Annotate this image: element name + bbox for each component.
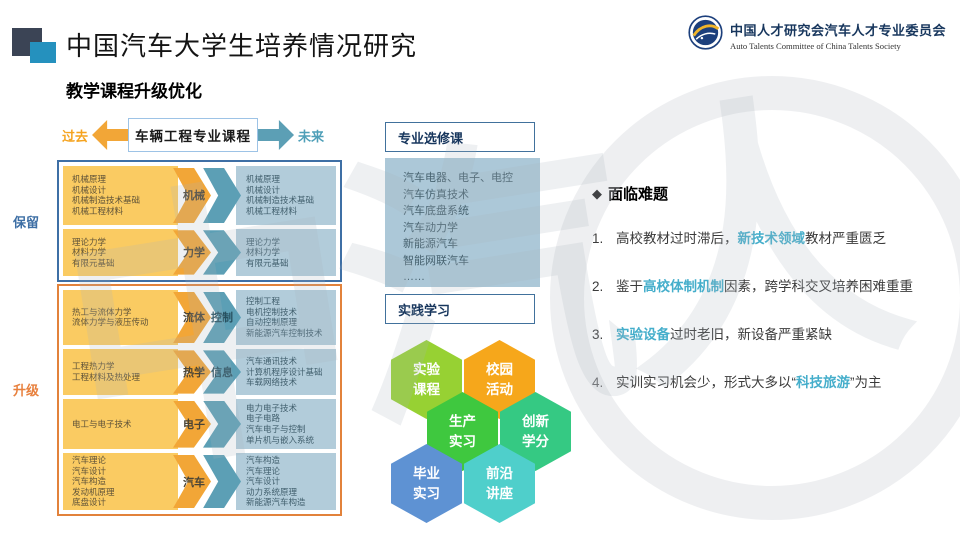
hex-label-line: 生产 xyxy=(449,413,476,429)
future-arrow-icon xyxy=(258,120,295,150)
challenges-list: 1. 高校教材过时滞后，新技术领域教材严重匮乏 2. 鉴于高校体制机制因素，跨学… xyxy=(592,230,948,422)
item-text-plain: 高校教材过时滞后， xyxy=(616,231,738,246)
subject-label-old: 电子 xyxy=(183,419,205,432)
hex-label-line: 学分 xyxy=(522,433,549,449)
transition-arrows: 电子 xyxy=(173,399,241,449)
item-number: 2. xyxy=(592,278,604,294)
new-courses: 理论力学 材料力学 有限元基础 xyxy=(236,228,336,276)
hex-label-line: 实习 xyxy=(413,485,440,501)
challenges-title-text: 面临难题 xyxy=(608,186,669,203)
transition-arrows: 热学 信息 xyxy=(173,349,241,395)
section-subtitle: 教学课程升级优化 xyxy=(66,82,202,101)
item-text-plain: 鉴于 xyxy=(616,278,643,294)
new-courses: 电力电子技术 电子电路 汽车电子与控制 单片机与嵌入系统 xyxy=(236,399,336,450)
hex-label-line: 前沿 xyxy=(486,465,513,481)
future-label: 未来 xyxy=(298,128,325,144)
timeline-header: 过去 车辆工程专业课程 未来 xyxy=(62,118,324,152)
past-arrow-icon xyxy=(92,120,129,150)
org-name: 中国人才研究会汽车人才专业委员会 xyxy=(729,22,946,38)
course-row-automobile: 汽车理论 汽车设计 汽车构造 发动机原理 底盘设计 汽车 汽车构造 汽车理论 汽… xyxy=(63,453,336,510)
course-row-fluid-control: 热工与流体力学 流体力学与液压传动 流体 控制 控制工程 电机控制技术 自动控制… xyxy=(63,290,336,345)
org-name-english: Auto Talents Committee of China Talents … xyxy=(729,40,901,51)
item-text: 实验设备过时老旧，新设备严重紧缺 xyxy=(616,326,832,345)
item-text-highlight: 实验设备 xyxy=(616,326,670,342)
hex-label-line: 实习 xyxy=(449,433,476,449)
course-row-mechanics: 理论力学 材料力学 有限元基础 力学 理论力学 材料力学 有限元基础 xyxy=(63,228,336,276)
logo-mark-blue-square xyxy=(30,42,56,63)
challenge-item: 3. 实验设备过时老旧，新设备严重紧缺 xyxy=(592,326,948,345)
subject-label-old: 热学 xyxy=(183,366,205,379)
item-text-plain: 过时老旧，新设备严重紧缺 xyxy=(670,326,832,342)
item-text: 鉴于高校体制机制因素，跨学科交叉培养困难重重 xyxy=(616,278,913,297)
transition-arrows: 汽车 xyxy=(173,453,241,510)
challenge-item: 1. 高校教材过时滞后，新技术领域教材严重匮乏 xyxy=(592,230,948,249)
subject-label-new: 控制 xyxy=(211,312,233,325)
subject-label-old: 汽车 xyxy=(183,476,205,489)
new-courses: 汽车构造 汽车理论 汽车设计 动力系统原理 新能源汽车构造 xyxy=(236,453,336,510)
old-courses: 电工与电子技术 xyxy=(63,399,178,450)
new-courses: 控制工程 电机控制技术 自动控制原理 新能源汽车控制技术 xyxy=(236,290,336,345)
subject-label-old: 机械 xyxy=(183,190,205,203)
course-row-mechanical: 机械原理 机械设计 机械制造技术基础 机械工程材料 机械 机械原理 机械设计 机… xyxy=(63,166,336,225)
new-courses: 机械原理 机械设计 机械制造技术基础 机械工程材料 xyxy=(236,166,336,225)
upgrade-group-label: 升级 xyxy=(13,383,40,398)
elective-courses-header: 专业选修课 xyxy=(385,122,535,152)
transition-arrows: 力学 xyxy=(173,229,241,276)
hex-label-line: 创新 xyxy=(522,413,549,429)
item-text-plain: ”为主 xyxy=(850,374,882,390)
org-branding: 中国人才研究会汽车人才专业委员会 Auto Talents Committee … xyxy=(688,15,946,55)
old-courses: 工程热力学 工程材料及热处理 xyxy=(63,348,178,396)
item-text: 实训实习机会少，形式大多以“科技旅游”为主 xyxy=(616,374,882,393)
hex-label-line: 校园 xyxy=(486,361,513,377)
transition-arrows: 机械 xyxy=(173,166,241,225)
hex-label-line: 毕业 xyxy=(413,465,440,481)
challenge-item: 4. 实训实习机会少，形式大多以“科技旅游”为主 xyxy=(592,374,948,393)
page-title: 中国汽车大学生培养情况研究 xyxy=(66,31,418,61)
hex-label-line: 讲座 xyxy=(486,485,513,501)
diamond-bullet-icon: ◆ xyxy=(592,185,602,201)
upgrade-group: 热工与流体力学 流体力学与液压传动 流体 控制 控制工程 电机控制技术 自动控制… xyxy=(57,284,342,516)
item-number: 3. xyxy=(592,326,604,342)
item-text-plain: 因素，跨学科交叉培养困难重重 xyxy=(724,278,913,294)
elective-courses-list: 汽车电器、电子、电控 汽车仿真技术 汽车底盘系统 汽车动力学 新能源汽车 智能网… xyxy=(385,158,540,287)
item-text-highlight: 科技旅游 xyxy=(796,374,850,390)
old-courses: 理论力学 材料力学 有限元基础 xyxy=(63,228,178,276)
subject-label-new: 信息 xyxy=(211,366,233,379)
item-text-plain: 实训实习机会少，形式大多以“ xyxy=(616,374,796,390)
transition-arrows: 流体 控制 xyxy=(173,290,241,345)
practice-hexagon-grid: 实验 课程 校园 活动 生产 实习 创新 学分 毕业 实习 前沿 讲座 xyxy=(388,338,588,528)
course-row-electronics: 电工与电子技术 电子 电力电子技术 电子电路 汽车电子与控制 单片机与嵌入系统 xyxy=(63,399,336,450)
item-number: 1. xyxy=(592,231,604,246)
old-courses: 机械原理 机械设计 机械制造技术基础 机械工程材料 xyxy=(63,166,178,225)
item-number: 4. xyxy=(592,374,604,390)
course-program-title: 车辆工程专业课程 xyxy=(128,118,259,152)
old-courses: 热工与流体力学 流体力学与液压传动 xyxy=(63,290,178,345)
challenge-item: 2. 鉴于高校体制机制因素，跨学科交叉培养困难重重 xyxy=(592,278,948,297)
past-label: 过去 xyxy=(62,128,89,144)
item-text: 高校教材过时滞后，新技术领域教材严重匮乏 xyxy=(616,230,886,249)
item-text-plain: 教材严重匮乏 xyxy=(805,231,886,246)
new-courses: 汽车通讯技术 计算机程序设计基础 车载网络技术 xyxy=(236,348,336,396)
hex-label-line: 实验 xyxy=(413,361,440,377)
org-logo-icon xyxy=(688,15,723,55)
hex-label-line: 课程 xyxy=(413,381,440,397)
challenges-title: ◆ 面临难题 xyxy=(592,183,668,204)
item-text-highlight: 高校体制机制 xyxy=(643,278,724,294)
course-row-thermo-info: 工程热力学 工程材料及热处理 热学 信息 汽车通讯技术 计算机程序设计基础 车载… xyxy=(63,348,336,396)
hex-label-line: 活动 xyxy=(486,381,513,397)
subject-label-old: 力学 xyxy=(183,247,205,260)
item-text-highlight: 新技术领域 xyxy=(737,231,806,246)
retain-group: 机械原理 机械设计 机械制造技术基础 机械工程材料 机械 机械原理 机械设计 机… xyxy=(57,160,342,282)
retain-group-label: 保留 xyxy=(13,215,40,230)
old-courses: 汽车理论 汽车设计 汽车构造 发动机原理 底盘设计 xyxy=(63,453,178,510)
subject-label-old: 流体 xyxy=(183,312,205,325)
practice-learning-header: 实践学习 xyxy=(385,294,535,324)
